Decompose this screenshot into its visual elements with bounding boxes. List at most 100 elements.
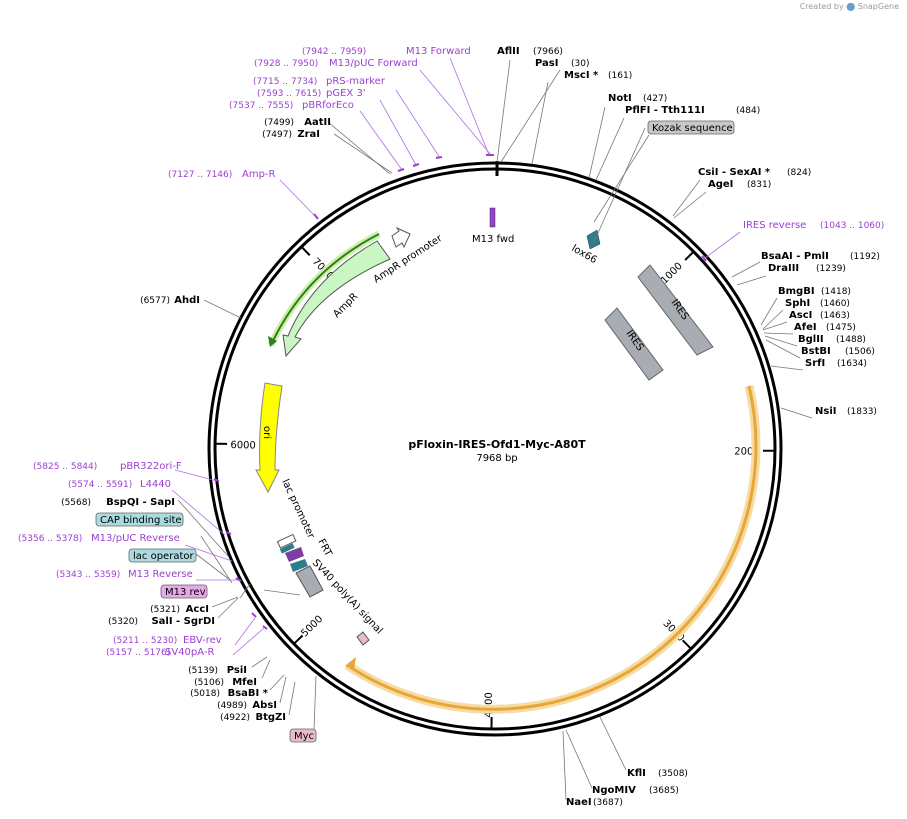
ampr-promoter-feature	[391, 226, 411, 249]
enzyme-position: (5320)	[108, 617, 138, 627]
primer-pbrforeco[interactable]: pBRforEco(7537 .. 7555)	[229, 100, 354, 111]
enzyme-site-msci[interactable]: MscI *(161)	[564, 70, 632, 81]
backbone-outer	[207, 161, 783, 737]
primer-m13-puc-reverse[interactable]: M13/pUC Reverse(5356 .. 5378)	[18, 533, 180, 544]
primer-pgex-3[interactable]: pGEX 3' (7593 .. 7615)	[257, 88, 366, 99]
box-label-cap-binding-site[interactable]: CAP binding site	[95, 512, 184, 527]
enzyme-site-draiii[interactable]: DraIII(1239)	[768, 263, 846, 274]
enzyme-site-ahdi[interactable]: AhdI(6577)	[140, 295, 200, 306]
enzyme-site-aflii[interactable]: AflII(7966)	[497, 46, 563, 57]
enzyme-site-absi[interactable]: AbsI(4989)	[217, 700, 277, 711]
enzyme-name: BglII	[798, 334, 824, 345]
primer-pbr322ori-f[interactable]: pBR322ori-F(5825 .. 5844)	[33, 461, 182, 472]
primer-position: (5574 .. 5591)	[68, 480, 132, 490]
enzyme-site-sali-sgrdi[interactable]: SalI - SgrDI(5320)	[108, 616, 215, 627]
box-label-bg	[128, 548, 197, 563]
m13-fwd-label: M13 fwd	[472, 234, 514, 245]
lox66-feature	[586, 229, 601, 250]
enzyme-name: AatII	[304, 117, 331, 128]
enzyme-position: (5568)	[61, 498, 91, 508]
enzyme-site-pflfi-tth111i[interactable]: PflFI - Tth111I(484)	[625, 105, 760, 116]
primer-sv40pa-r[interactable]: SV40pA-R(5157 .. 5176)	[106, 647, 214, 658]
tick-mark-3000	[681, 639, 692, 650]
myc-feature	[356, 631, 370, 646]
enzyme-position: (5321)	[150, 605, 180, 615]
enzyme-position: (1192)	[850, 252, 880, 262]
primer-position: (7127 .. 7146)	[168, 170, 232, 180]
enzyme-position: (5106)	[194, 678, 224, 688]
enzyme-site-bstbi[interactable]: BstBI(1506)	[801, 346, 875, 357]
ori-feature	[255, 382, 283, 494]
plasmid-name: pFloxin-IRES-Ofd1-Myc-A80T	[408, 438, 586, 451]
primer-amp-r[interactable]: Amp-R (7127 .. 7146)	[168, 169, 276, 180]
enzyme-name: CsiI - SexAI *	[698, 167, 771, 178]
primer-position: (7593 .. 7615)	[257, 89, 321, 99]
tick-label-2000: 2000	[734, 447, 760, 458]
primer-m13-forward[interactable]: M13 Forward(7942 .. 7959)	[302, 46, 471, 57]
frt-label: FRT	[315, 537, 334, 559]
primer-l4440[interactable]: L4440(5574 .. 5591)	[68, 479, 171, 490]
box-label-bg	[647, 120, 735, 135]
primer-prs-marker[interactable]: pRS-marker(7715 .. 7734)	[253, 76, 386, 87]
enzyme-site-afei[interactable]: AfeI(1475)	[794, 322, 856, 333]
enzyme-site-sphi[interactable]: SphI(1460)	[785, 298, 850, 309]
enzyme-site-naei[interactable]: NaeI(3687)	[566, 797, 623, 808]
enzyme-position: (3687)	[593, 798, 623, 808]
enzyme-site-aatii[interactable]: AatII(7499)	[264, 117, 331, 128]
enzyme-site-zrai[interactable]: ZraI(7497)	[262, 129, 320, 140]
box-label-myc[interactable]: Myc	[289, 728, 317, 743]
primer-ires-reverse[interactable]: IRES reverse(1043 .. 1060)	[743, 220, 884, 231]
enzyme-site-pasi[interactable]: PasI(30)	[535, 58, 589, 69]
enzyme-name: SphI	[785, 298, 810, 309]
primer-name: pGEX 3'	[326, 88, 366, 99]
primer-position: (5825 .. 5844)	[33, 462, 97, 472]
enzyme-position: (1463)	[820, 311, 850, 321]
enzyme-position: (3685)	[649, 786, 679, 796]
box-label-kozak-sequence[interactable]: Kozak sequence	[647, 120, 735, 135]
enzyme-name: BspQI - SapI	[106, 497, 175, 508]
primer-position: (7537 .. 7555)	[229, 101, 293, 111]
enzyme-position: (6577)	[140, 296, 170, 306]
primer-labels: M13 Forward(7942 .. 7959)M13/pUC Forward…	[18, 46, 884, 658]
enzyme-site-agei[interactable]: AgeI(831)	[708, 179, 771, 190]
enzyme-position: (1634)	[837, 359, 867, 369]
box-label-text: M13 rev	[165, 587, 206, 598]
enzyme-position: (5139)	[188, 666, 218, 676]
enzyme-name: MscI *	[564, 70, 599, 81]
enzyme-site-bspqi-sapi[interactable]: BspQI - SapI (5568)	[61, 497, 175, 508]
enzyme-site-asci[interactable]: AscI(1463)	[789, 310, 850, 321]
primer-name: M13 Forward	[406, 46, 471, 57]
enzyme-position: (1239)	[816, 264, 846, 274]
primer-m13-puc-forward[interactable]: M13/pUC Forward(7928 .. 7950)	[254, 58, 418, 69]
enzyme-site-bsaai-pmli[interactable]: BsaAI - PmlI(1192)	[761, 251, 880, 262]
primer-name: Amp-R	[242, 169, 276, 180]
enzyme-position: (4922)	[220, 713, 250, 723]
watermark-text: Created by	[799, 2, 844, 11]
enzyme-site-csii-sexai[interactable]: CsiI - SexAI * (824)	[698, 167, 811, 178]
enzyme-site-noti[interactable]: NotI(427)	[608, 93, 667, 104]
enzyme-site-bglii[interactable]: BglII(1488)	[798, 334, 866, 345]
enzyme-site-mfei[interactable]: MfeI(5106)	[194, 677, 257, 688]
primer-ebv-rev[interactable]: EBV-rev(5211 .. 5230)	[113, 635, 222, 646]
primer-position: (5211 .. 5230)	[113, 636, 177, 646]
box-label-m13-rev[interactable]: M13 rev	[160, 584, 208, 599]
enzyme-site-btgzi[interactable]: BtgZI(4922)	[220, 712, 286, 723]
enzyme-name: SrfI	[805, 358, 825, 369]
ampr-arc-arrowhead	[268, 336, 277, 347]
enzyme-site-acci[interactable]: AccI(5321)	[150, 604, 209, 615]
enzyme-site-psii[interactable]: PsiI(5139)	[188, 665, 247, 676]
enzyme-site-bmgbi[interactable]: BmgBI(1418)	[778, 286, 851, 297]
primer-position: (1043 .. 1060)	[820, 221, 884, 231]
primer-name: M13/pUC Forward	[329, 58, 418, 69]
box-label-lac-operator[interactable]: lac operator	[128, 548, 197, 563]
box-label-text: CAP binding site	[100, 515, 182, 526]
enzyme-site-srfi[interactable]: SrfI (1634)	[805, 358, 867, 369]
primer-m13-reverse[interactable]: M13 Reverse(5343 .. 5359)	[56, 569, 193, 580]
enzyme-name: KflI	[627, 768, 646, 779]
enzyme-site-nsii[interactable]: NsiI(1833)	[815, 406, 877, 417]
enzyme-site-bsabi[interactable]: BsaBI *(5018)	[190, 688, 269, 699]
enzyme-site-ngomiv[interactable]: NgoMIV(3685)	[592, 785, 679, 796]
enzyme-site-kfli[interactable]: KflI(3508)	[627, 768, 688, 779]
enzyme-position: (824)	[787, 168, 811, 178]
